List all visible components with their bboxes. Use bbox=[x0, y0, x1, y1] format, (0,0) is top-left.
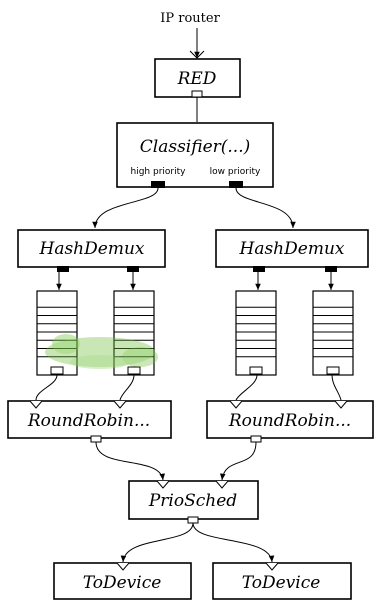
source-label: IP router bbox=[160, 11, 220, 26]
roundrobin-left-out-port bbox=[90, 435, 102, 443]
classifier-port-high-label: high priority bbox=[131, 167, 187, 177]
edge-priosched-todevice-left bbox=[120, 522, 194, 563]
queue-right-0-fifo-queue-icon bbox=[235, 290, 277, 376]
priosched-in-port-1 bbox=[215, 480, 229, 489]
todevice-left-label: ToDevice bbox=[83, 573, 162, 593]
edge-queue-right-0-roundrobin bbox=[235, 374, 258, 401]
classifier-port-low-label: low priority bbox=[210, 167, 261, 177]
edge-roundrobin-right-priosched bbox=[219, 441, 257, 481]
edge-queue-right-1-roundrobin bbox=[331, 374, 342, 401]
red-output-port bbox=[191, 90, 203, 98]
edge-roundrobin-left-priosched bbox=[95, 441, 166, 481]
roundrobin-right-in-port-1 bbox=[334, 400, 348, 409]
red-input-port bbox=[189, 50, 205, 59]
queue-right-0-out-port bbox=[249, 366, 263, 375]
queue-right-1-fifo-queue-icon bbox=[312, 290, 354, 376]
edge-queue-left-1-roundrobin bbox=[119, 374, 135, 401]
hashdemux-right-label: HashDemux bbox=[239, 239, 345, 259]
queue-left-1-out-port bbox=[127, 366, 141, 375]
queue-right-1-out-port bbox=[326, 366, 340, 375]
priosched-in-port-0 bbox=[156, 480, 170, 489]
priosched-node: PrioSched bbox=[128, 480, 259, 524]
hashdemux-right-port-1 bbox=[325, 266, 337, 272]
todevice-left-node: ToDevice bbox=[53, 562, 192, 600]
roundrobin-right-node: RoundRobin... bbox=[206, 400, 374, 443]
todevice-left-in-port bbox=[116, 562, 130, 571]
classifier-label: Classifier(...) bbox=[140, 137, 250, 157]
hashdemux-left-label: HashDemux bbox=[39, 239, 145, 259]
classifier-node: Classifier(...) high priority low priori… bbox=[116, 122, 274, 188]
queue-left-0-out-port bbox=[50, 366, 64, 375]
roundrobin-left-label: RoundRobin... bbox=[27, 411, 150, 431]
todevice-right-label: ToDevice bbox=[242, 573, 321, 593]
classifier-output-port-low bbox=[229, 181, 243, 188]
hashdemux-left-port-1 bbox=[127, 266, 139, 272]
roundrobin-left-in-port-1 bbox=[113, 400, 127, 409]
hashdemux-right-port-0 bbox=[253, 266, 265, 272]
edge-classifier-hashdemux-right bbox=[235, 187, 296, 229]
edge-classifier-hashdemux-left bbox=[92, 187, 159, 229]
queue-left-1-fifo-queue-icon bbox=[113, 290, 155, 376]
edge-priosched-todevice-right bbox=[192, 522, 275, 563]
edge-queue-left-0-roundrobin bbox=[35, 374, 58, 401]
priosched-label: PrioSched bbox=[148, 491, 237, 511]
priosched-out-port bbox=[187, 516, 199, 524]
green-blob-artifact bbox=[45, 334, 158, 369]
roundrobin-left-in-port-0 bbox=[29, 400, 43, 409]
todevice-right-node: ToDevice bbox=[212, 562, 352, 600]
red-node: RED bbox=[154, 58, 241, 98]
classifier-output-port-high bbox=[151, 181, 165, 188]
roundrobin-right-label: RoundRobin... bbox=[228, 411, 351, 431]
queue-left-0-fifo-queue-icon bbox=[36, 290, 78, 376]
todevice-right-in-port bbox=[265, 562, 279, 571]
hashdemux-left-port-0 bbox=[57, 266, 69, 272]
roundrobin-right-out-port bbox=[250, 435, 262, 443]
hashdemux-left-node: HashDemux bbox=[17, 229, 166, 272]
roundrobin-right-in-port-0 bbox=[229, 400, 243, 409]
red-label: RED bbox=[177, 69, 217, 89]
roundrobin-left-node: RoundRobin... bbox=[7, 400, 172, 443]
hashdemux-right-node: HashDemux bbox=[215, 229, 369, 272]
